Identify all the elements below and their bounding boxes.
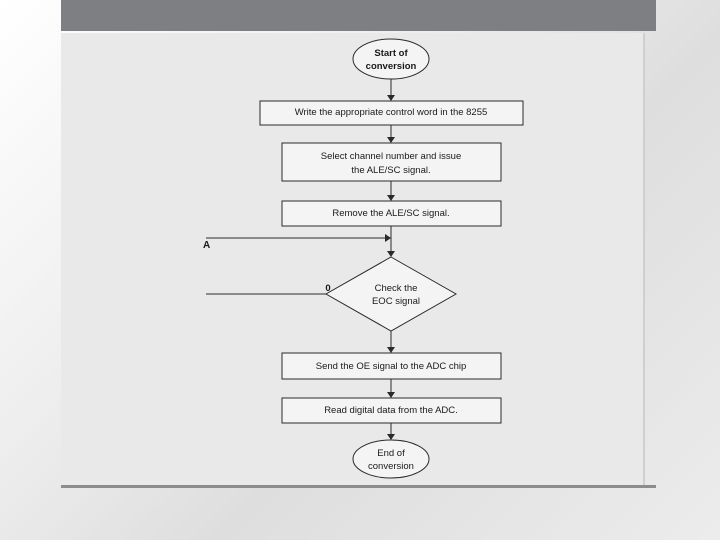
step-remove-ale <box>281 200 502 227</box>
arrowhead-icon <box>385 234 391 242</box>
decision-label-line2: EOC signal <box>372 296 420 307</box>
slide-header-bar <box>61 0 656 31</box>
step2-label-line1: Select channel number and issue <box>321 151 461 162</box>
decision-check-eoc <box>324 256 458 332</box>
step5-label: Read digital data from the ADC. <box>324 405 458 416</box>
step2-label-line2: the ALE/SC signal. <box>351 165 430 176</box>
start-terminator <box>352 38 430 80</box>
step-send-oe <box>281 352 502 380</box>
arrowhead-icon <box>387 137 395 143</box>
loop-connector-label: A <box>203 240 210 251</box>
step-select-channel <box>281 142 502 182</box>
decision-no-label: 0 <box>325 283 330 294</box>
step-write-control-word <box>259 100 524 126</box>
arrowhead-icon <box>387 392 395 398</box>
step-read-data <box>281 397 502 424</box>
end-terminator <box>352 439 430 479</box>
arrowhead-icon <box>387 347 395 353</box>
step4-label: Send the OE signal to the ADC chip <box>316 361 467 372</box>
start-label-line2: conversion <box>366 61 417 72</box>
arrowhead-icon <box>387 195 395 201</box>
step1-label: Write the appropriate control word in th… <box>295 107 488 118</box>
arrowhead-icon <box>387 95 395 101</box>
slide-bottom-rule <box>61 485 656 488</box>
arrowhead-icon <box>387 251 395 257</box>
decision-label-line1: Check the <box>375 283 418 294</box>
end-label-line2: conversion <box>368 461 414 472</box>
arrowhead-icon <box>387 434 395 440</box>
step3-label: Remove the ALE/SC signal. <box>332 208 449 219</box>
start-label-line1: Start of <box>374 48 408 59</box>
end-label-line1: End of <box>377 448 405 459</box>
